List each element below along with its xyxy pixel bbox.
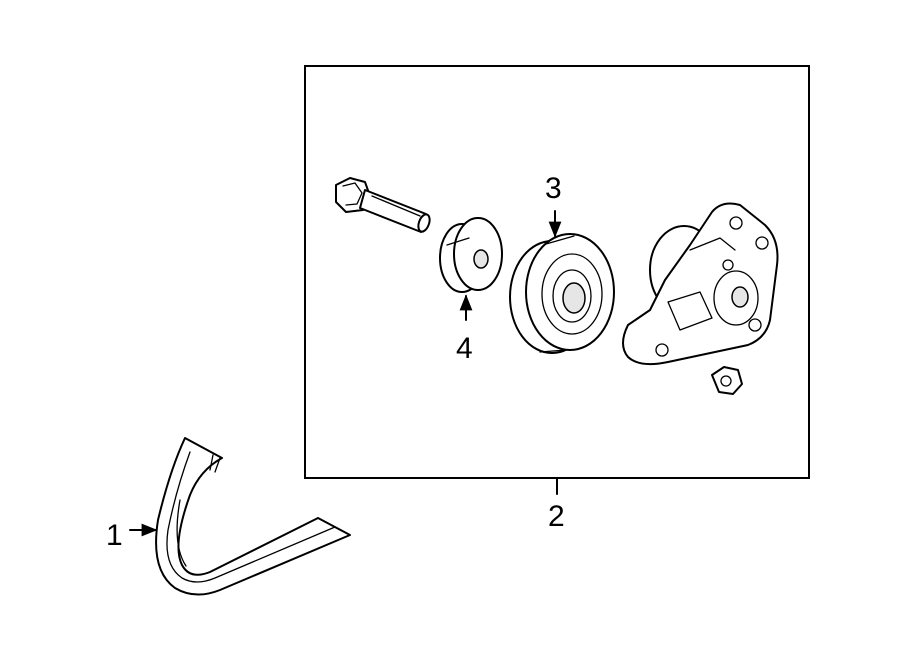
- pulley-cover-part: [439, 217, 503, 293]
- belt-part: [155, 437, 351, 596]
- belt-callout-number: 1: [106, 519, 123, 552]
- idler-pulley-part: [509, 233, 615, 354]
- nut-part: [711, 366, 743, 395]
- tensioner-body-part: [622, 202, 779, 366]
- tensioner-assembly-callout-number: 2: [548, 500, 565, 533]
- idler-pulley-callout-number: 3: [545, 172, 562, 205]
- pulley-cover-callout-number: 4: [456, 332, 473, 365]
- bolt-part: [335, 177, 431, 233]
